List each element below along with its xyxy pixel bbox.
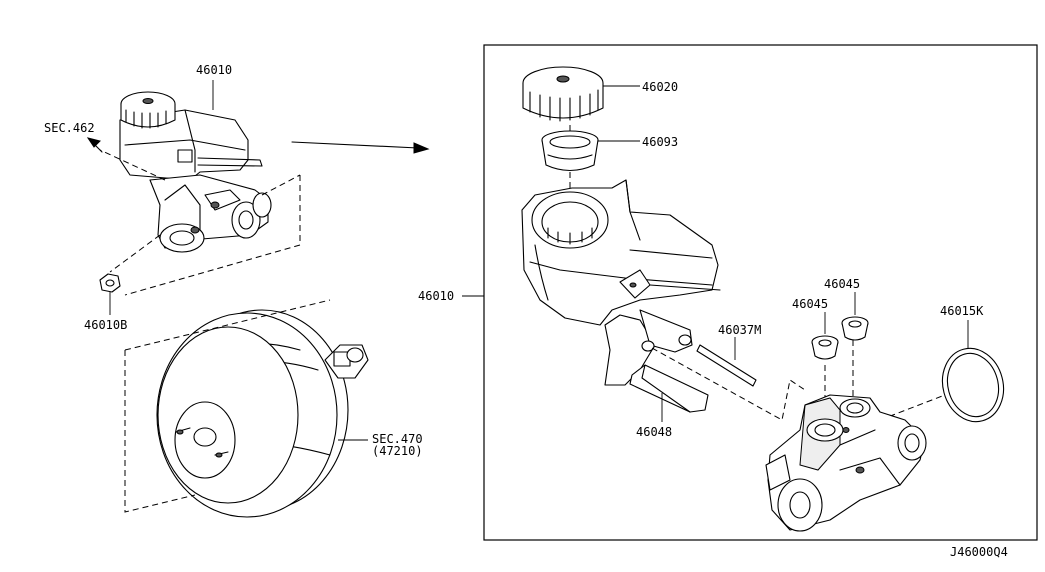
label-grommet-a: 46045 — [792, 297, 828, 311]
sec462-arrow — [86, 137, 103, 153]
label-nut: 46010B — [84, 318, 127, 332]
reservoir-detail-illustration — [521, 179, 721, 386]
detail-frame — [483, 44, 1038, 541]
grommet-b-illustration — [841, 292, 869, 341]
grommet-a-illustration — [811, 312, 839, 360]
master-cylinder-assembly-illustration — [119, 91, 272, 253]
label-master-cylinder-detail: 46010 — [418, 289, 454, 303]
label-master-cylinder-top: 46010 — [196, 63, 232, 77]
oring-illustration — [941, 320, 1005, 423]
label-seal: 46048 — [636, 425, 672, 439]
brake-booster-illustration — [156, 309, 369, 518]
cylinder-body-detail-illustration — [765, 394, 927, 532]
reservoir-cap-illustration — [522, 66, 640, 122]
label-sec470: SEC.470 — [372, 432, 423, 446]
pin-illustration — [696, 337, 757, 387]
label-oring: 46015K — [940, 304, 984, 318]
label-sec470-sub: (47210) — [372, 444, 423, 458]
label-strainer: 46093 — [642, 135, 678, 149]
label-grommet-b: 46045 — [824, 277, 860, 291]
strainer-illustration — [541, 130, 640, 172]
label-cap: 46020 — [642, 80, 678, 94]
seal-illustration — [629, 364, 709, 422]
label-pin: 46037M — [718, 323, 761, 337]
detail-arrow — [291, 141, 430, 154]
label-sec462: SEC.462 — [44, 121, 95, 135]
nut-illustration — [99, 273, 121, 315]
diagram-id: J46000Q4 — [950, 545, 1008, 559]
